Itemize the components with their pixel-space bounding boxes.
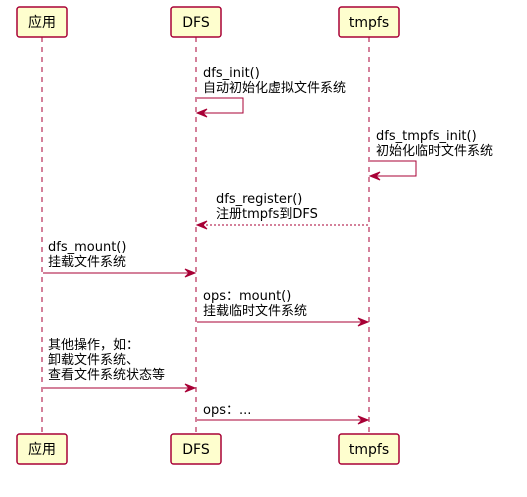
arrow-head	[357, 317, 370, 327]
participant-label: 应用	[28, 14, 56, 31]
arrow-head	[195, 108, 208, 118]
message-label: ops：mount()	[203, 289, 291, 304]
participant-dfs-top: DFS	[170, 6, 222, 38]
self-message-line	[197, 97, 244, 114]
participant-box	[16, 433, 68, 465]
participant-label: 应用	[28, 441, 56, 458]
message-7: ops：...	[197, 403, 370, 425]
message-label: 卸载文件系统、	[48, 352, 139, 368]
participant-box	[16, 6, 68, 38]
participant-box	[170, 6, 222, 38]
participant-tmpfs-bottom: tmpfs	[338, 433, 400, 465]
message-3: dfs_register()注册tmpfs到DFS	[195, 192, 368, 230]
participant-app-top: 应用	[16, 6, 68, 38]
message-label: 查看文件系统状态等	[48, 367, 165, 383]
participant-label: DFS	[182, 15, 210, 31]
message-label: dfs_mount()	[48, 240, 126, 255]
message-label: dfs_tmpfs_init()	[376, 129, 477, 144]
message-label: 注册tmpfs到DFS	[216, 207, 318, 222]
message-label: dfs_init()	[203, 66, 260, 81]
message-1: dfs_init()自动初始化虚拟文件系统	[195, 66, 346, 118]
arrow-head	[368, 171, 381, 181]
message-label: 其他操作，如：	[48, 337, 139, 353]
participant-tmpfs-top: tmpfs	[338, 6, 400, 38]
arrow-head	[357, 415, 370, 425]
arrow-head	[184, 268, 197, 278]
participant-label: tmpfs	[349, 15, 389, 31]
participant-app-bottom: 应用	[16, 433, 68, 465]
arrow-head	[184, 383, 197, 393]
participant-box	[170, 433, 222, 465]
message-label: 初始化临时文件系统	[376, 144, 493, 159]
participant-box	[338, 6, 400, 38]
message-2: dfs_tmpfs_init()初始化临时文件系统	[368, 129, 493, 181]
messages: dfs_init()自动初始化虚拟文件系统 dfs_tmpfs_init()初始化…	[43, 66, 493, 425]
message-label: ops：...	[203, 403, 251, 418]
message-label: dfs_register()	[216, 192, 302, 207]
message-4: dfs_mount()挂载文件系统	[43, 240, 197, 278]
participant-label: DFS	[182, 442, 210, 458]
message-6: 其他操作，如：卸载文件系统、查看文件系统状态等	[43, 337, 197, 393]
participant-label: tmpfs	[349, 442, 389, 458]
message-label: 挂载文件系统	[48, 255, 126, 270]
lifelines	[41, 37, 370, 434]
participant-dfs-bottom: DFS	[170, 433, 222, 465]
self-message-line	[370, 160, 417, 177]
participant-box	[338, 433, 400, 465]
message-5: ops：mount()挂载临时文件系统	[197, 289, 370, 327]
message-label: 自动初始化虚拟文件系统	[203, 81, 346, 96]
arrow-head	[195, 220, 208, 230]
message-label: 挂载临时文件系统	[203, 304, 307, 319]
